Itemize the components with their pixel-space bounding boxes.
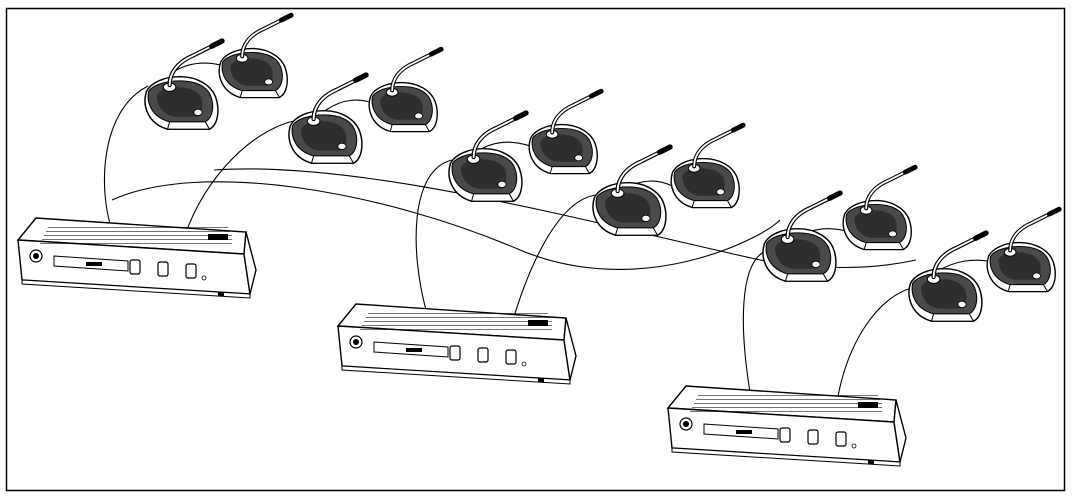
delegate-unit	[219, 15, 291, 97]
delegate-units	[145, 15, 1059, 321]
delegate-unit	[145, 41, 222, 129]
cable-cu1-group2	[181, 119, 299, 247]
control-unit-3	[667, 385, 907, 467]
delegate-unit	[987, 209, 1059, 291]
cable-group1-to-group5	[111, 181, 781, 270]
delegate-unit	[369, 49, 441, 131]
delegate-unit	[671, 125, 743, 207]
cable-group2-to-group6	[213, 168, 917, 269]
cable-cu3-group5	[742, 249, 769, 393]
delegate-unit	[843, 167, 915, 249]
diagram-border	[5, 7, 1066, 492]
delegate-unit	[593, 147, 670, 235]
cable-cu1-group1	[103, 85, 149, 231]
delegate-unit	[909, 233, 986, 321]
control-unit-1	[17, 217, 257, 299]
cable-cu2-group4	[509, 194, 597, 331]
cable-cu2-group3	[415, 159, 453, 311]
cable-cu3-group6	[835, 287, 913, 409]
control-unit-2	[337, 303, 577, 385]
delegate-unit	[289, 75, 366, 163]
delegate-unit	[763, 193, 840, 281]
delegate-unit	[529, 91, 601, 173]
delegate-unit	[449, 113, 526, 201]
